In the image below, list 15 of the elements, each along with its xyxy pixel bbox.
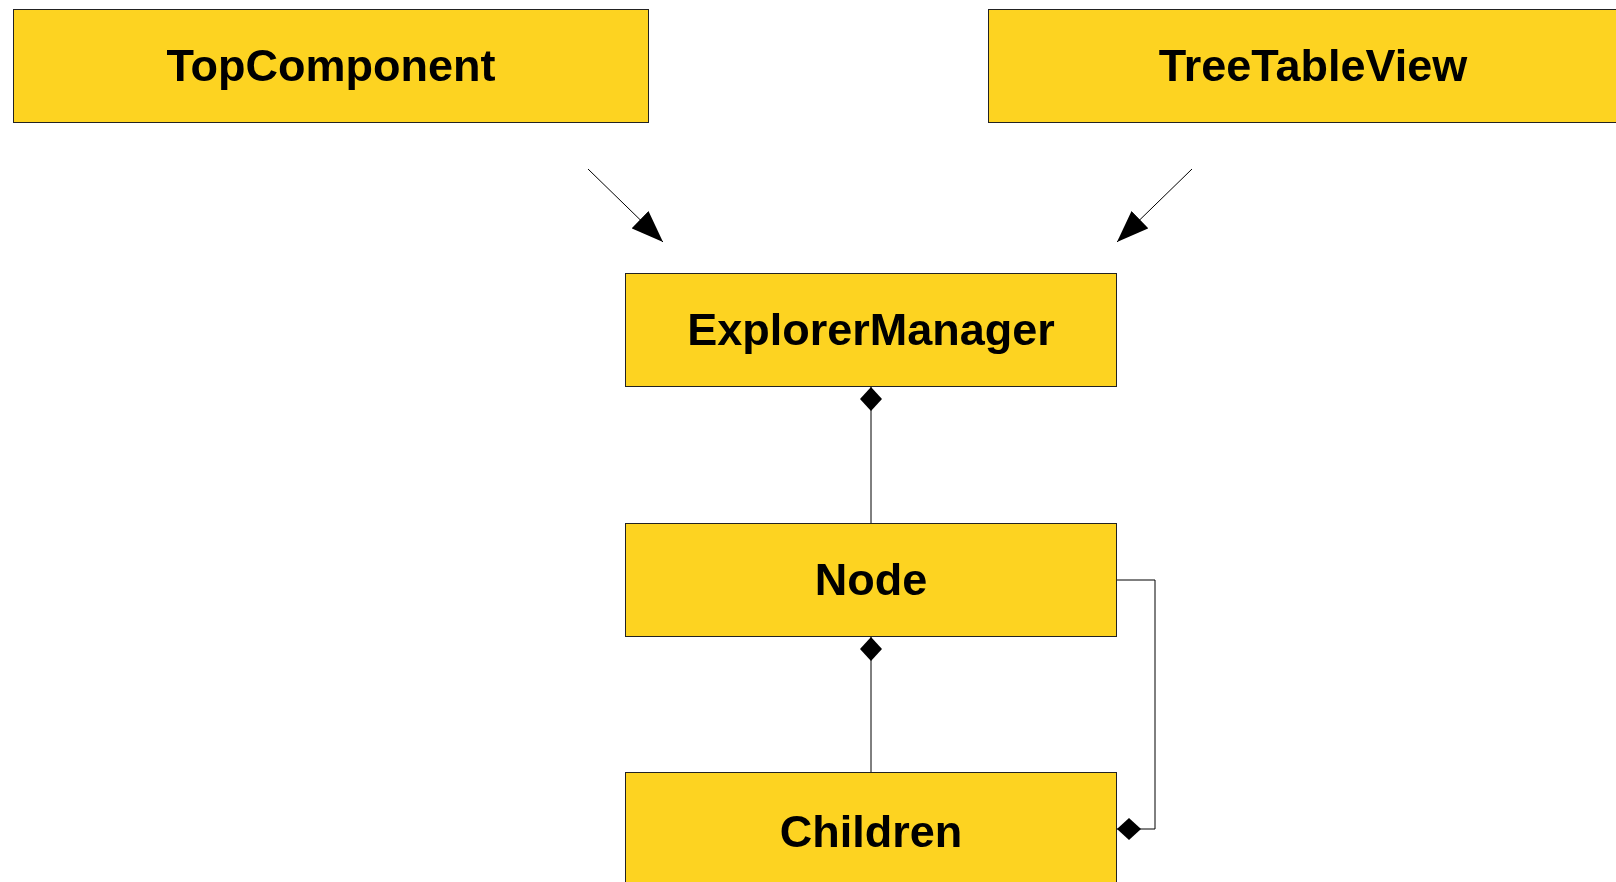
composition-line: [860, 386, 882, 524]
class-box: [625, 523, 1117, 637]
class-box: [625, 772, 1117, 882]
class-name: ExplorerManager: [687, 304, 1055, 356]
composition-line: [860, 636, 882, 773]
class-name: Children: [779, 806, 963, 858]
class-box: [988, 9, 1616, 123]
class-name: TreeTableView: [1158, 40, 1468, 92]
composition-line: [1116, 579, 1156, 840]
class-box: [625, 273, 1117, 387]
class-name: TopComponent: [166, 40, 496, 92]
class-name: Node: [814, 554, 928, 606]
arrow: [1116, 168, 1193, 243]
class-box: [13, 9, 649, 123]
arrow: [587, 168, 664, 243]
